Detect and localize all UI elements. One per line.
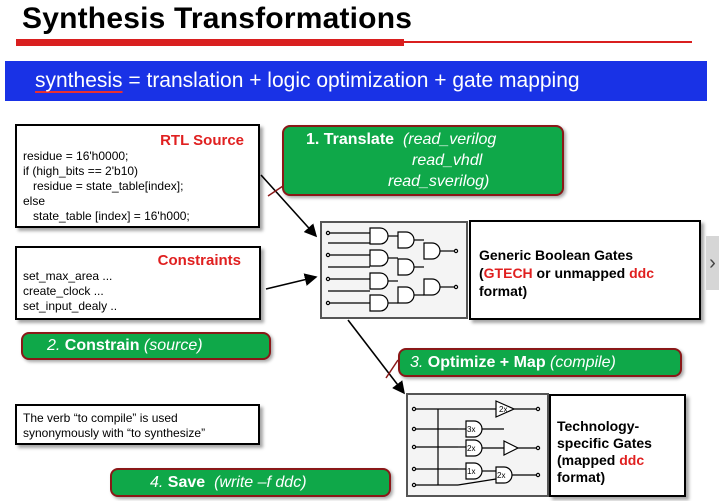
gate-size-label: 2x — [467, 444, 475, 453]
rtl-line: state_table [index] = 16'h000; — [23, 209, 190, 223]
translate-cmd: read_vhdl — [412, 152, 483, 169]
rtl-source-title: RTL Source — [160, 132, 244, 149]
compile-note-box: The verb “to compile” is used synonymous… — [15, 404, 260, 445]
constrain-label: Constrain — [64, 337, 140, 354]
generic-gates-line: or unmapped — [532, 265, 630, 281]
tech-gates-svg: 2x 3x 2x 1x 2x — [411, 400, 541, 488]
generic-gates-line: Generic Boolean Gates — [479, 247, 634, 263]
constraints-box: Constraints set_max_area ... create_cloc… — [15, 246, 261, 320]
ddc-keyword: ddc — [619, 452, 645, 468]
optimize-cmd: (compile) — [550, 353, 616, 371]
constraint-line: create_clock ... — [23, 284, 104, 298]
rtl-line: residue = 16'h0000; — [23, 149, 129, 163]
tech-gates-line: Technology- — [557, 418, 640, 434]
generic-gates-description: Generic Boolean Gates (GTECH or unmapped… — [479, 246, 654, 300]
translate-step-header: 1. Translate (read_verilog — [306, 131, 496, 149]
title-underline-line — [404, 41, 692, 43]
generic-gates-schematic — [320, 221, 468, 319]
generic-gates-svg — [325, 227, 459, 312]
constraint-line: set_max_area ... — [23, 269, 113, 283]
compile-note-line: synonymously with “to synthesize” — [23, 426, 206, 440]
save-step: 4. Save (write –f ddc) — [110, 468, 391, 497]
chevron-right-icon: › — [709, 251, 716, 274]
constrain-step: 2. Constrain (source) — [21, 332, 271, 360]
constraints-to-gtech-arrow — [265, 273, 318, 290]
rtl-line: if (high_bits == 2'b10) — [23, 164, 139, 178]
tech-gates-line: (mapped — [557, 452, 620, 468]
title-underline-bar — [16, 39, 404, 46]
compile-note: The verb “to compile” is used synonymous… — [23, 411, 205, 441]
generic-gates-box: Generic Boolean Gates (GTECH or unmapped… — [469, 220, 701, 320]
translate-callout-tail — [267, 185, 284, 197]
save-cmd: (write –f ddc) — [214, 473, 307, 491]
optimize-label: Optimize + Map — [427, 353, 546, 371]
gate-size-label: 1x — [467, 467, 475, 476]
gate-size-label: 2x — [497, 471, 505, 480]
optimize-step: 3. Optimize + Map (compile) — [398, 348, 682, 377]
constraints-title: Constraints — [157, 252, 241, 269]
constraint-line: set_input_dealy .. — [23, 299, 118, 313]
save-number: 4. — [150, 473, 164, 491]
translate-cmd: (read_verilog — [402, 131, 497, 148]
generic-gates-paren: ( — [479, 265, 484, 281]
tech-gates-line: specific Gates — [557, 435, 652, 451]
equation-banner: synthesis = translation + logic optimiza… — [5, 61, 707, 101]
gtech-to-tech-arrow — [347, 319, 405, 395]
gate-size-label: 2x — [499, 405, 507, 414]
translate-cmd: read_sverilog) — [388, 173, 490, 190]
rtl-line: else — [23, 194, 46, 208]
constrain-number: 2. — [47, 337, 61, 354]
tech-gates-line: format) — [557, 469, 606, 485]
tech-gates-schematic: 2x 3x 2x 1x 2x — [406, 393, 549, 497]
translate-step: 1. Translate (read_verilog read_vhdl rea… — [282, 125, 564, 196]
ddc-keyword: ddc — [629, 265, 655, 281]
save-label: Save — [167, 473, 206, 491]
translate-label: 1. Translate — [306, 131, 395, 148]
gtech-keyword: GTECH — [483, 265, 533, 281]
rtl-source-box: RTL Source residue = 16'h0000; if (high_… — [15, 124, 260, 228]
tech-gates-description: Technology- specific Gates (mapped ddc f… — [557, 418, 652, 486]
compile-note-line: The verb “to compile” is used — [23, 411, 178, 425]
generic-gates-line: format) — [479, 283, 528, 299]
constrain-cmd: (source) — [143, 337, 203, 354]
slide-title: Synthesis Transformations — [22, 2, 413, 35]
tech-gates-box: Technology- specific Gates (mapped ddc f… — [549, 394, 686, 497]
banner-keyword: synthesis — [35, 69, 123, 92]
next-slide-tab[interactable]: › — [706, 236, 719, 290]
optimize-callout-tail — [385, 359, 399, 379]
rtl-line: residue = state_table[index]; — [23, 179, 184, 193]
optimize-number: 3. — [410, 353, 424, 371]
banner-equation: = translation + logic optimization + gat… — [122, 69, 580, 92]
gate-size-label: 3x — [467, 425, 475, 434]
